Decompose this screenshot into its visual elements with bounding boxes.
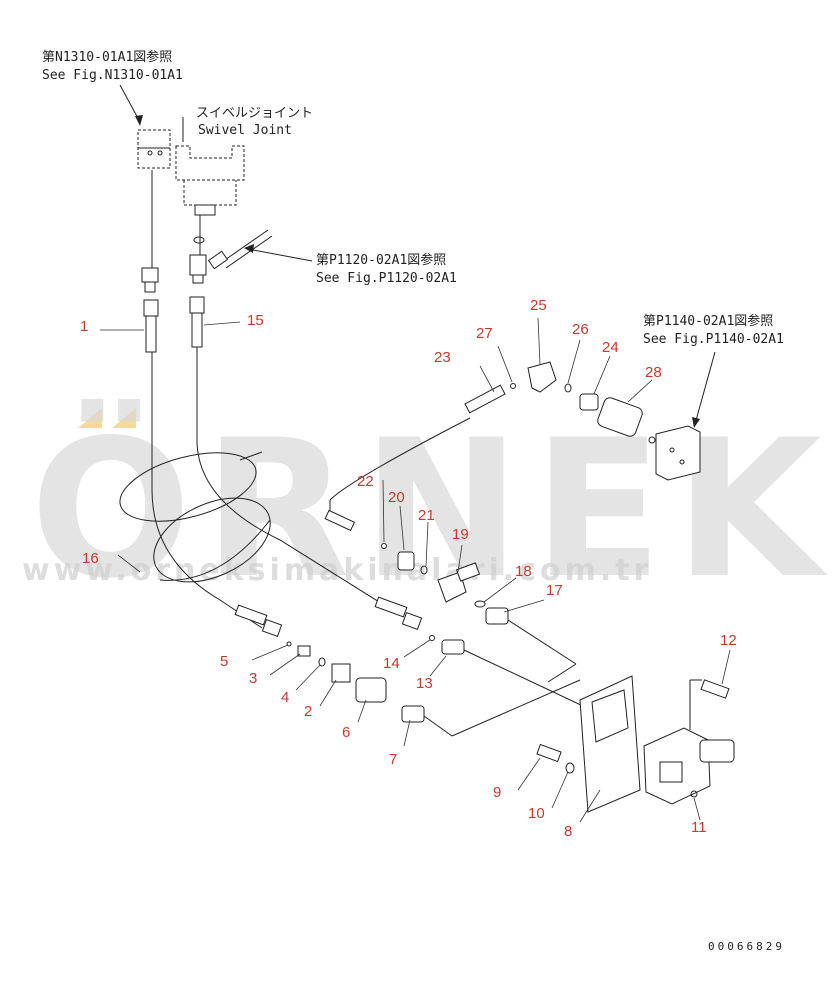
leader-lines xyxy=(100,317,731,823)
part-number-10: 10 xyxy=(528,805,545,822)
ref-n1310-jp: 第N1310-01A1図参照 xyxy=(42,49,172,65)
watermark-accent-right xyxy=(112,408,136,428)
ref-swivel-jp: スイベルジョイント xyxy=(196,106,313,121)
ref-p1140-en: See Fig.P1140-02A1 xyxy=(643,332,784,347)
part-number-27: 27 xyxy=(476,325,493,342)
fittings-upper-right xyxy=(510,361,643,437)
ref-swivel-en: Swivel Joint xyxy=(198,123,292,138)
part-number-9: 9 xyxy=(493,784,501,801)
part-number-15: 15 xyxy=(247,312,264,329)
upper-block xyxy=(137,129,171,169)
watermark-accent-left xyxy=(78,408,102,428)
part-number-19: 19 xyxy=(452,526,469,543)
bolt-12 xyxy=(700,679,730,699)
fittings-3-4-2-6-7 xyxy=(286,641,425,723)
part-number-13: 13 xyxy=(416,675,433,692)
hose-23 xyxy=(324,384,506,532)
part-number-6: 6 xyxy=(342,724,350,741)
part-number-labels: 1 2 3 4 5 6 7 8 9 10 11 12 13 14 15 16 1… xyxy=(80,297,737,840)
part-number-28: 28 xyxy=(645,364,662,381)
hose-14-assembly xyxy=(374,596,423,631)
part-number-25: 25 xyxy=(530,297,547,314)
part-number-5: 5 xyxy=(220,653,228,670)
fittings-middle xyxy=(381,543,509,625)
part-number-23: 23 xyxy=(434,349,451,366)
part-number-8: 8 xyxy=(564,823,572,840)
hose-15 xyxy=(189,296,205,348)
part-number-18: 18 xyxy=(515,563,532,580)
bracket-8 xyxy=(579,675,641,813)
part-number-17: 17 xyxy=(546,582,563,599)
ref-n1310-en: See Fig.N1310-01A1 xyxy=(42,68,183,83)
fitting-left-top xyxy=(141,267,159,293)
part-number-7: 7 xyxy=(389,751,397,768)
tube-coil-16 xyxy=(119,451,271,583)
part-number-20: 20 xyxy=(388,489,405,506)
ref-p1120-en: See Fig.P1120-02A1 xyxy=(316,271,457,286)
part-number-2: 2 xyxy=(304,703,312,720)
hose-1 xyxy=(143,299,159,353)
fitting-13 xyxy=(429,635,465,655)
hose-5-assembly xyxy=(234,604,283,638)
watermark-url: www.orneksimakinalari.com.tr xyxy=(22,553,652,588)
valve-11 xyxy=(643,727,735,805)
ref-p1140-jp: 第P1140-02A1図参照 xyxy=(643,313,773,329)
bolt-9-washer-10 xyxy=(536,743,575,774)
part-number-21: 21 xyxy=(418,507,435,524)
document-id: 00066829 xyxy=(708,940,785,953)
part-number-12: 12 xyxy=(720,632,737,649)
ref-p1120-jp: 第P1120-02A1図参照 xyxy=(316,252,446,268)
part-number-16: 16 xyxy=(82,550,99,567)
part-number-24: 24 xyxy=(602,339,619,356)
part-number-11: 11 xyxy=(691,819,707,836)
hose-p1120 xyxy=(207,229,273,270)
part-number-14: 14 xyxy=(383,655,400,672)
part-number-26: 26 xyxy=(572,321,589,338)
part-number-3: 3 xyxy=(249,670,257,687)
part-number-4: 4 xyxy=(281,689,289,706)
part-number-22: 22 xyxy=(357,473,374,490)
swivel-joint xyxy=(175,145,245,244)
part-number-1: 1 xyxy=(80,318,88,335)
fitting-right-top xyxy=(189,254,207,284)
p1140-block xyxy=(648,425,701,481)
